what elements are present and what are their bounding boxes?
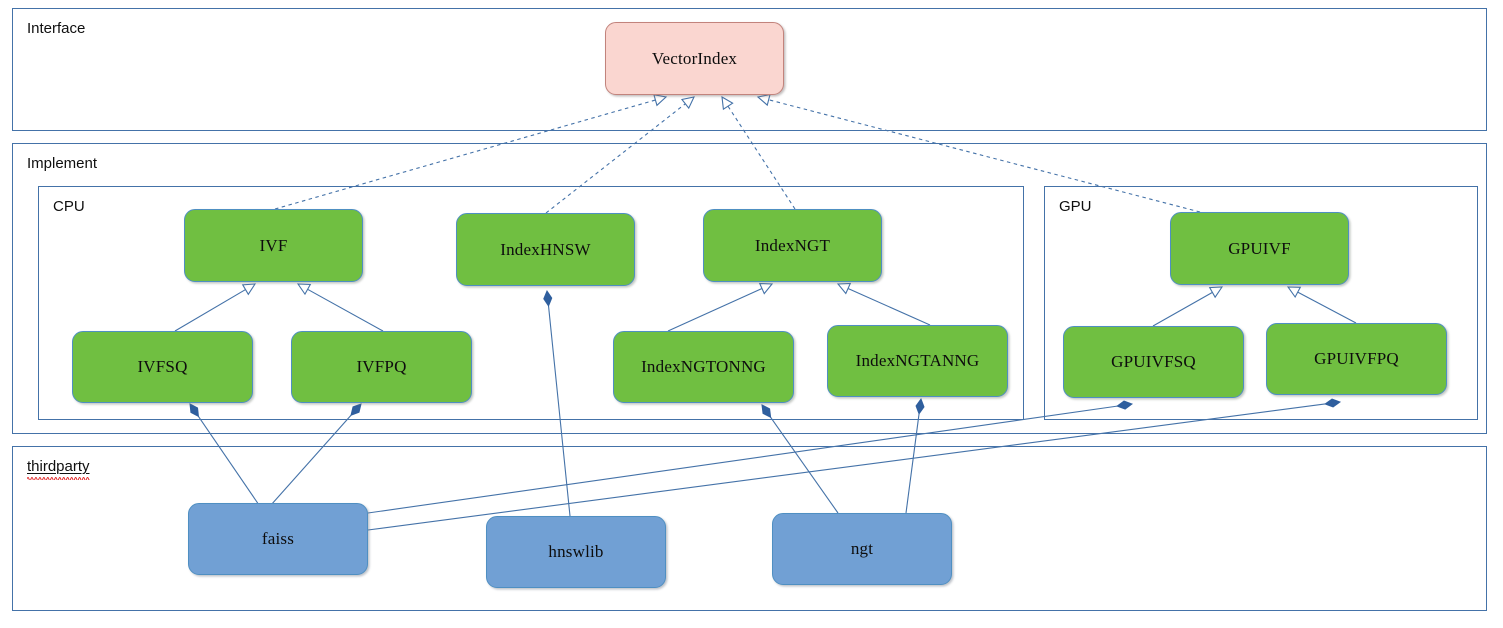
node-ivf-label: IVF	[259, 235, 288, 255]
node-indexngtanng[interactable]: IndexNGTANNG	[827, 325, 1008, 397]
node-indexngt-label: IndexNGT	[754, 235, 831, 255]
node-ivfpq[interactable]: IVFPQ	[291, 331, 472, 403]
node-ngt[interactable]: ngt	[772, 513, 952, 585]
node-gpuivfpq[interactable]: GPUIVFPQ	[1266, 323, 1447, 395]
group-implement-label: Implement	[27, 155, 98, 172]
node-indexhnsw[interactable]: IndexHNSW	[456, 213, 635, 286]
node-ivfpq-label: IVFPQ	[356, 357, 407, 376]
node-ivf[interactable]: IVF	[184, 209, 363, 282]
group-gpu-label: GPU	[1059, 198, 1092, 215]
group-thirdparty-label: thirdparty	[27, 459, 90, 480]
node-gpuivfsq-label: GPUIVFSQ	[1111, 352, 1196, 371]
node-faiss[interactable]: faiss	[188, 503, 368, 575]
node-indexngt[interactable]: IndexNGT	[703, 209, 882, 282]
node-gpuivf-label: GPUIVF	[1228, 238, 1291, 258]
node-hnswlib-label: hnswlib	[548, 542, 604, 561]
node-indexngtanng-label: IndexNGTANNG	[855, 351, 980, 370]
node-ivfsq[interactable]: IVFSQ	[72, 331, 253, 403]
group-interface-label: Interface	[27, 20, 86, 37]
node-faiss-label: faiss	[261, 529, 295, 548]
node-indexhnsw-label: IndexHNSW	[500, 239, 591, 259]
node-ngt-label: ngt	[850, 539, 874, 558]
node-ivfsq-label: IVFSQ	[137, 357, 188, 376]
node-gpuivfsq[interactable]: GPUIVFSQ	[1063, 326, 1244, 398]
node-gpuivf[interactable]: GPUIVF	[1170, 212, 1349, 285]
node-vectorindex-label: VectorIndex	[651, 48, 738, 68]
node-indexngtonng-label: IndexNGTONNG	[641, 357, 766, 376]
node-vectorindex[interactable]: VectorIndex	[605, 22, 784, 95]
node-hnswlib[interactable]: hnswlib	[486, 516, 666, 588]
node-gpuivfpq-label: GPUIVFPQ	[1314, 349, 1399, 368]
group-cpu-label: CPU	[53, 198, 85, 215]
node-indexngtonng[interactable]: IndexNGTONNG	[613, 331, 794, 403]
spellcheck-squiggle-icon	[27, 477, 90, 480]
